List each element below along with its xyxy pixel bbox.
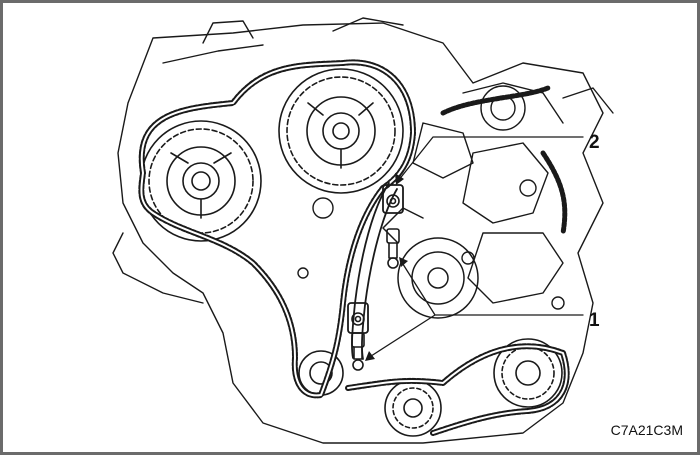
crank-sprocket xyxy=(384,379,442,437)
upper-bolt-icon xyxy=(386,194,400,269)
upper-cam-sprocket xyxy=(278,68,404,194)
leader-lines xyxy=(367,136,584,359)
lower-bolt-icon xyxy=(351,312,365,371)
callout-label-2: 2 xyxy=(589,132,600,153)
timing-chain xyxy=(138,59,570,436)
guide-bolts xyxy=(351,194,400,371)
engine-block-outline xyxy=(112,17,614,444)
callout-label-1: 1 xyxy=(589,310,600,331)
leader-line-2 xyxy=(397,136,584,182)
figure-code: C7A21C3M xyxy=(610,422,683,438)
leader-line-1 xyxy=(367,260,584,359)
engine-timing-diagram xyxy=(112,17,614,444)
leader-arrowheads xyxy=(365,173,408,361)
left-cam-sprocket xyxy=(140,120,262,242)
oil-pump-cover xyxy=(382,207,479,319)
